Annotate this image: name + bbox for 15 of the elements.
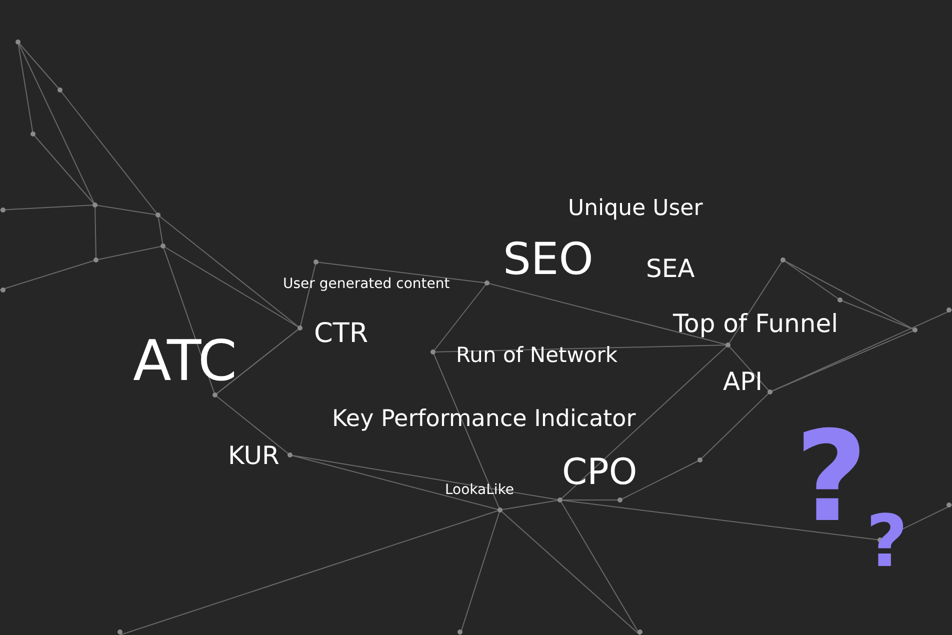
term-label: Key Performance Indicator: [332, 408, 636, 431]
term-label: SEA: [646, 256, 695, 281]
term-label: Unique User: [568, 198, 703, 220]
term-label: CPO: [562, 455, 638, 491]
term-label: LookaLike: [445, 483, 514, 497]
term-label: SEO: [503, 238, 594, 282]
question-mark: ?: [866, 505, 908, 577]
question-mark: ?: [795, 415, 868, 540]
term-label: Run of Network: [456, 345, 618, 366]
term-label: KUR: [228, 443, 280, 468]
term-label: User generated content: [283, 277, 450, 291]
term-label: Top of Funnel: [673, 311, 838, 336]
term-label: API: [723, 369, 763, 394]
term-label: CTR: [314, 320, 368, 347]
term-label: ATC: [133, 334, 237, 390]
